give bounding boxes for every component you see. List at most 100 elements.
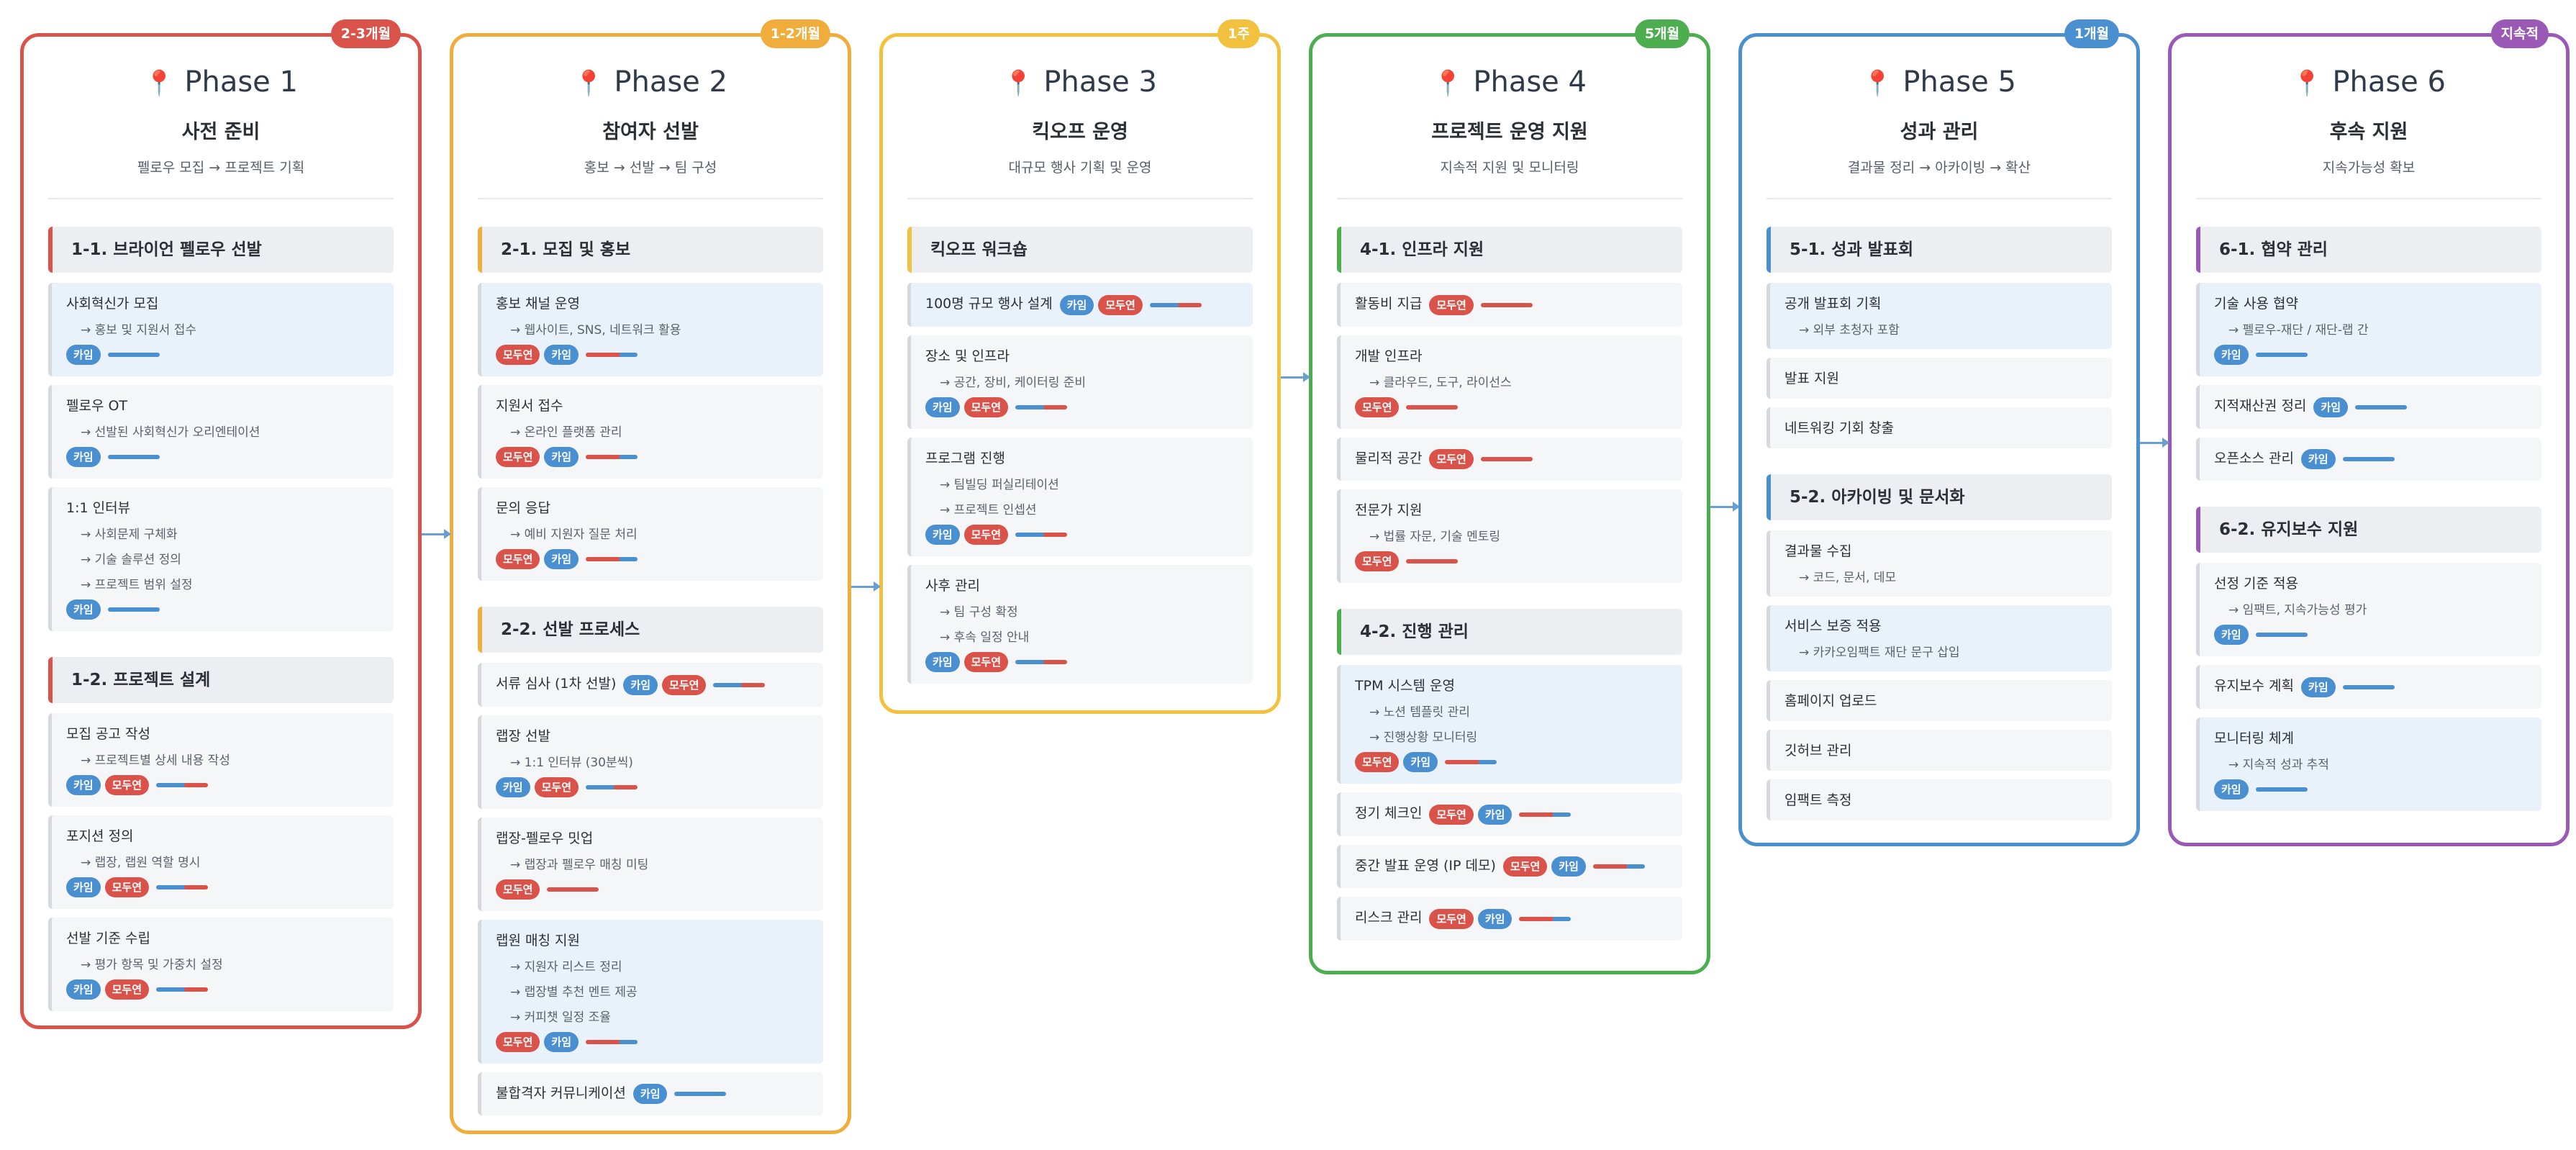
task-detail: → 랩장, 랩원 역할 명시: [81, 856, 201, 870]
owner-bar: [674, 1092, 727, 1096]
task-title: 활동비 지급: [1355, 296, 1423, 312]
owner-bar: [156, 783, 209, 787]
divider: [1337, 198, 1682, 199]
tag-kaim: 카임: [925, 397, 960, 417]
tag-modu: 모두연: [1355, 397, 1400, 417]
tag-modu: 모두연: [104, 775, 150, 795]
tag-modu: 모두연: [662, 674, 707, 695]
tag-modu: 모두연: [1502, 856, 1548, 877]
task-detail: → 랩장과 펠로우 매칭 미팅: [510, 857, 649, 872]
task-title: 랩원 매칭 지원: [496, 932, 580, 948]
phase-subtitle: 프로젝트 운영 지원: [1431, 121, 1588, 143]
tag-modu: 모두연: [1429, 908, 1474, 929]
task-title: 랩장-펠로우 밋업: [496, 830, 594, 846]
task-title: 1:1 인터뷰: [66, 500, 131, 516]
tag-modu: 모두연: [104, 877, 150, 897]
task-item: 임팩트 측정: [1767, 779, 2112, 820]
task-detail: → 진행상황 모니터링: [1369, 730, 1478, 745]
phase-subtitle: 사전 준비: [181, 121, 260, 143]
owner-tags: 카임: [66, 447, 379, 467]
task-detail: → 지원자 리스트 정리: [510, 959, 622, 974]
task-detail: → 프로젝트 범위 설정: [81, 578, 193, 592]
task-title: 사후 관리: [925, 577, 980, 594]
task-title: 중간 발표 운영 (IP 데모): [1355, 857, 1496, 874]
owner-bar: [107, 607, 160, 612]
task-item: 서비스 보증 적용→ 카카오임팩트 재단 문구 삽입: [1767, 605, 2112, 671]
tag-kaim: 카임: [66, 775, 101, 795]
task-detail: → 법률 자문, 기술 멘토링: [1369, 530, 1501, 544]
phase-title: 📍Phase 2: [478, 65, 823, 99]
duration-badge: 1개월: [2064, 19, 2119, 48]
owner-bar: [2255, 787, 2308, 792]
task-detail: → 공간, 장비, 케이터링 준비: [940, 375, 1087, 390]
owner-tags: 모두연: [1429, 449, 1533, 469]
task-title: 포지션 정의: [66, 828, 134, 844]
task-title: 모니터링 체계: [2214, 730, 2294, 746]
owner-tags: 모두연: [1355, 397, 1668, 417]
task-detail: → 평가 항목 및 가중치 설정: [81, 958, 223, 972]
task-title: 홍보 채널 운영: [496, 296, 580, 312]
owner-tags: 카임: [632, 1084, 727, 1104]
tag-modu: 모두연: [496, 345, 540, 365]
section-header: 5-2. 아카이빙 및 문서화: [1767, 474, 2112, 520]
task-title: 100명 규모 행사 설계: [925, 296, 1053, 312]
tag-modu: 모두연: [963, 524, 1009, 545]
tag-kaim: 카임: [1059, 294, 1094, 315]
tag-kaim: 카임: [2214, 625, 2249, 645]
task-title: 지원서 접수: [496, 398, 563, 414]
owner-bar: [1406, 559, 1459, 563]
tag-modu: 모두연: [1429, 804, 1474, 825]
phase-subtitle: 참여자 선발: [602, 121, 699, 143]
task-title: 서비스 보증 적용: [1784, 618, 1882, 634]
tag-kaim: 카임: [925, 651, 960, 672]
phase-subtitle: 성과 관리: [1900, 121, 1979, 143]
owner-tags: 카임: [2214, 779, 2527, 800]
section-header: 5-1. 성과 발표회: [1767, 227, 2112, 273]
tag-kaim: 카임: [1477, 804, 1513, 825]
pin-icon: 📍: [1433, 69, 1464, 98]
owner-bar: [586, 784, 638, 789]
task-detail: → 프로젝트별 상세 내용 작성: [81, 753, 230, 768]
divider: [48, 198, 394, 199]
owner-tags: 카임: [66, 345, 379, 365]
task-detail: → 랩장별 추천 멘트 제공: [510, 984, 638, 1000]
phase-title: 📍Phase 3: [907, 65, 1253, 99]
task-item: 랩원 매칭 지원→ 지원자 리스트 정리→ 랩장별 추천 멘트 제공→ 커피챗 …: [478, 919, 823, 1064]
task-detail: → 펠로우-재단 / 재단-랩 간: [2228, 323, 2369, 338]
owner-bar: [156, 987, 209, 992]
pin-icon: 📍: [573, 69, 604, 98]
owner-bar: [547, 887, 599, 892]
owner-bar: [1149, 302, 1202, 307]
phase-flow: 펠로우 모집 → 프로젝트 기획: [137, 160, 305, 176]
section-header: 2-1. 모집 및 홍보: [478, 227, 823, 273]
tag-kaim: 카임: [632, 1084, 668, 1104]
task-detail: → 클라우드, 도구, 라이선스: [1369, 375, 1512, 390]
task-title: 결과물 수집: [1784, 543, 1852, 559]
connector-arrow: [851, 581, 881, 592]
tag-kaim: 카임: [544, 1031, 579, 1052]
phase-title-text: Phase 3: [1043, 65, 1157, 99]
task-title: 서류 심사 (1차 선발): [496, 676, 617, 692]
task-detail: → 1:1 인터뷰 (30분씩): [510, 755, 633, 770]
